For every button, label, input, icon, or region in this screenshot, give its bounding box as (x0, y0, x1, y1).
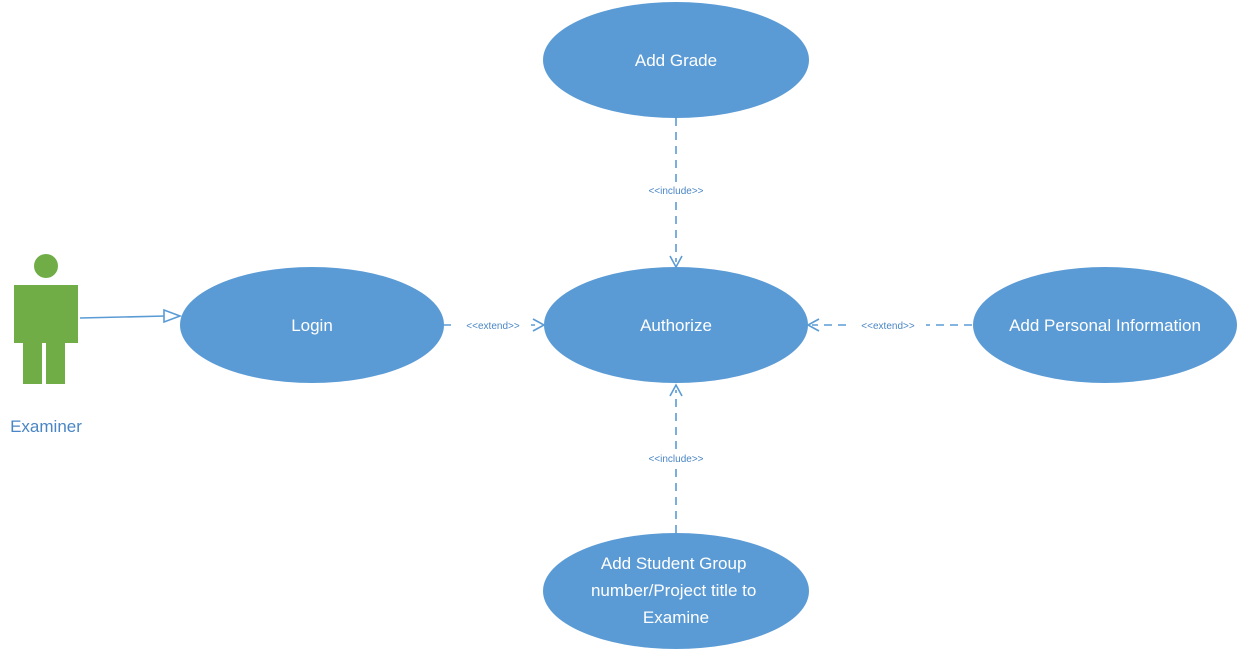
arrow-up-icon (669, 383, 683, 397)
extend-label-login: <<extend>> (466, 321, 520, 332)
extend-relation-login: <<extend>> (443, 317, 546, 333)
use-case-label-line-1: Add Student Group (601, 554, 747, 573)
use-case-authorize[interactable]: Authorize (544, 267, 808, 383)
use-case-label-line-2: number/Project title to (591, 581, 756, 600)
svg-text:Add Grade: Add Grade (635, 51, 717, 70)
svg-text:Add Personal Information: Add Personal Information (1009, 316, 1201, 335)
use-case-label: Login (291, 316, 333, 335)
use-case-label: Add Grade (635, 51, 717, 70)
include-relation-grade: <<include>> (632, 118, 720, 269)
triangle-arrow-icon (163, 308, 183, 324)
extend-label-personal: <<extend>> (861, 321, 915, 332)
use-case-add-student-group[interactable]: Add Student Group number/Project title t… (543, 533, 809, 649)
use-case-label-line-3: Examine (643, 608, 709, 627)
association-line (79, 308, 183, 324)
use-case-label: Add Personal Information (1009, 316, 1201, 335)
svg-text:Authorize: Authorize (640, 316, 712, 335)
include-label-grade: <<include>> (648, 186, 703, 197)
svg-text:Login: Login (291, 316, 333, 335)
stick-figure-icon (14, 254, 78, 384)
actor-label: Examiner (10, 417, 82, 436)
include-label-student: <<include>> (648, 454, 703, 465)
actor-examiner: Examiner (10, 254, 82, 436)
use-case-add-grade[interactable]: Add Grade (543, 2, 809, 118)
extend-relation-personal: <<extend>> (806, 317, 972, 333)
include-relation-student: <<include>> (632, 383, 720, 533)
svg-text:Add Student Group number: Add Student Group number/Project title t… (591, 554, 761, 627)
use-case-add-personal-information[interactable]: Add Personal Information (973, 267, 1237, 383)
use-case-login[interactable]: Login (180, 267, 444, 383)
use-case-label: Authorize (640, 316, 712, 335)
